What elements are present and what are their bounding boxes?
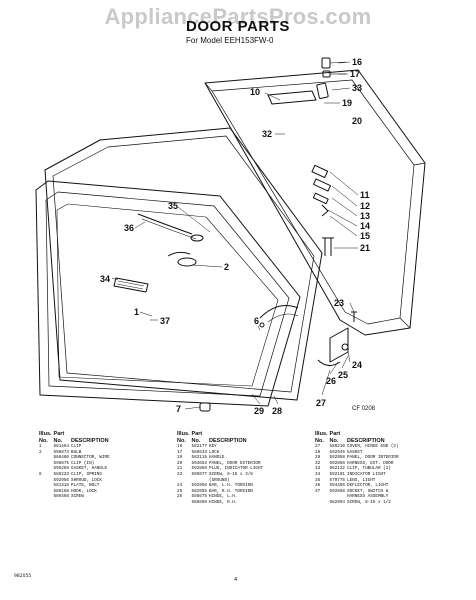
callout-28: 28 [272, 406, 282, 416]
callout-11: 11 [360, 190, 370, 200]
callout-19: 19 [342, 98, 352, 108]
callout-10: 10 [250, 87, 260, 97]
callout-29: 29 [254, 406, 264, 416]
indicator-light [113, 277, 149, 293]
callout-32: 32 [262, 129, 272, 139]
callout-1: 1 [134, 307, 139, 317]
callout-25: 25 [338, 370, 348, 380]
callout-13: 13 [360, 211, 370, 221]
callout-27: 27 [316, 398, 326, 408]
callout-17: 17 [350, 69, 360, 79]
callout-12: 12 [360, 201, 370, 211]
callout-2: 2 [224, 262, 229, 272]
table-row: HARNESS ASSEMBLY [347, 494, 389, 500]
callout-24: 24 [352, 360, 362, 370]
lock-and-key [321, 57, 347, 78]
document-code: 982055 [14, 574, 32, 579]
switch-harness [259, 305, 299, 328]
callout-16: 16 [352, 57, 362, 67]
door-handle [267, 82, 329, 105]
model-subtitle: For Model EEH153FW-0 [186, 36, 274, 45]
col-description: DESCRIPTION [71, 437, 109, 444]
callout-23: 23 [334, 298, 344, 308]
hinge-bracket-hardware [311, 164, 334, 256]
callout-21: 21 [360, 243, 370, 253]
lamp-socket [167, 251, 197, 267]
col-description: DESCRIPTION [209, 437, 247, 444]
callout-35: 35 [168, 201, 178, 211]
callout-33: 33 [352, 83, 362, 93]
callout-26: 26 [326, 376, 336, 386]
col-illus: Illus.No. [39, 431, 52, 444]
exploded-door-diagram: 16 17 33 10 19 32 20 11 12 13 14 15 21 3… [35, 57, 426, 416]
ground-screw [351, 311, 357, 322]
col-illus: Illus.No. [177, 431, 190, 444]
col-illus: Illus.No. [315, 431, 328, 444]
page-number: 4 [234, 577, 238, 583]
door-interior-panel [35, 180, 301, 407]
callout-7: 7 [176, 404, 181, 414]
callout-6: 6 [254, 316, 259, 326]
lower-clip [199, 402, 211, 412]
figure-code: CF 0208 [352, 406, 376, 412]
watermark: AppliancePartsPros.com [104, 4, 372, 29]
callout-36: 36 [124, 223, 134, 233]
callout-34: 34 [100, 274, 110, 284]
callout-20: 20 [352, 116, 362, 126]
col-description: DESCRIPTION [347, 437, 385, 444]
door-hinge [317, 327, 349, 366]
table-row: (GROUND) [209, 477, 230, 483]
light-deflector [137, 213, 204, 242]
callout-15: 15 [360, 231, 370, 241]
callout-14: 14 [360, 221, 370, 231]
door-gasket [44, 127, 323, 401]
page-title: DOOR PARTS [186, 18, 290, 35]
callout-37: 37 [160, 316, 170, 326]
door-exterior-panel [204, 69, 426, 336]
